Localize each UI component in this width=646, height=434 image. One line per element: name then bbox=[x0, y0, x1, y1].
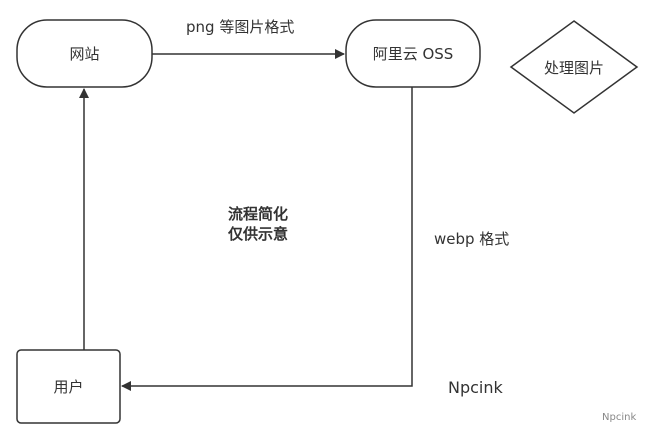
user-node[interactable]: 用户 bbox=[17, 350, 120, 423]
note-text: 流程简化 仅供示意 bbox=[228, 204, 288, 244]
user-node-label: 用户 bbox=[53, 378, 84, 396]
oss-node-shape bbox=[345, 19, 481, 88]
edge-label-webp: webp 格式 bbox=[434, 230, 510, 248]
oss-node[interactable]: 阿里云 OSS bbox=[346, 20, 480, 87]
note-line-2: 仅供示意 bbox=[228, 225, 289, 243]
oss-node-label: 阿里云 OSS bbox=[372, 45, 454, 63]
website-node[interactable]: 网站 bbox=[17, 20, 152, 87]
process-node[interactable]: 处理图片 bbox=[511, 46, 637, 88]
process-node-label: 处理图片 bbox=[543, 58, 604, 77]
user-node-shape bbox=[16, 349, 121, 424]
process-node-shape bbox=[509, 20, 639, 114]
note-line-1: 流程简化 bbox=[228, 205, 289, 223]
website-node-label: 网站 bbox=[69, 45, 100, 63]
edge-oss-to-user bbox=[121, 87, 413, 391]
watermark: Npcink bbox=[602, 412, 637, 423]
author-label: Npcink bbox=[448, 378, 503, 397]
edge-label-png: png 等图片格式 bbox=[186, 18, 295, 36]
